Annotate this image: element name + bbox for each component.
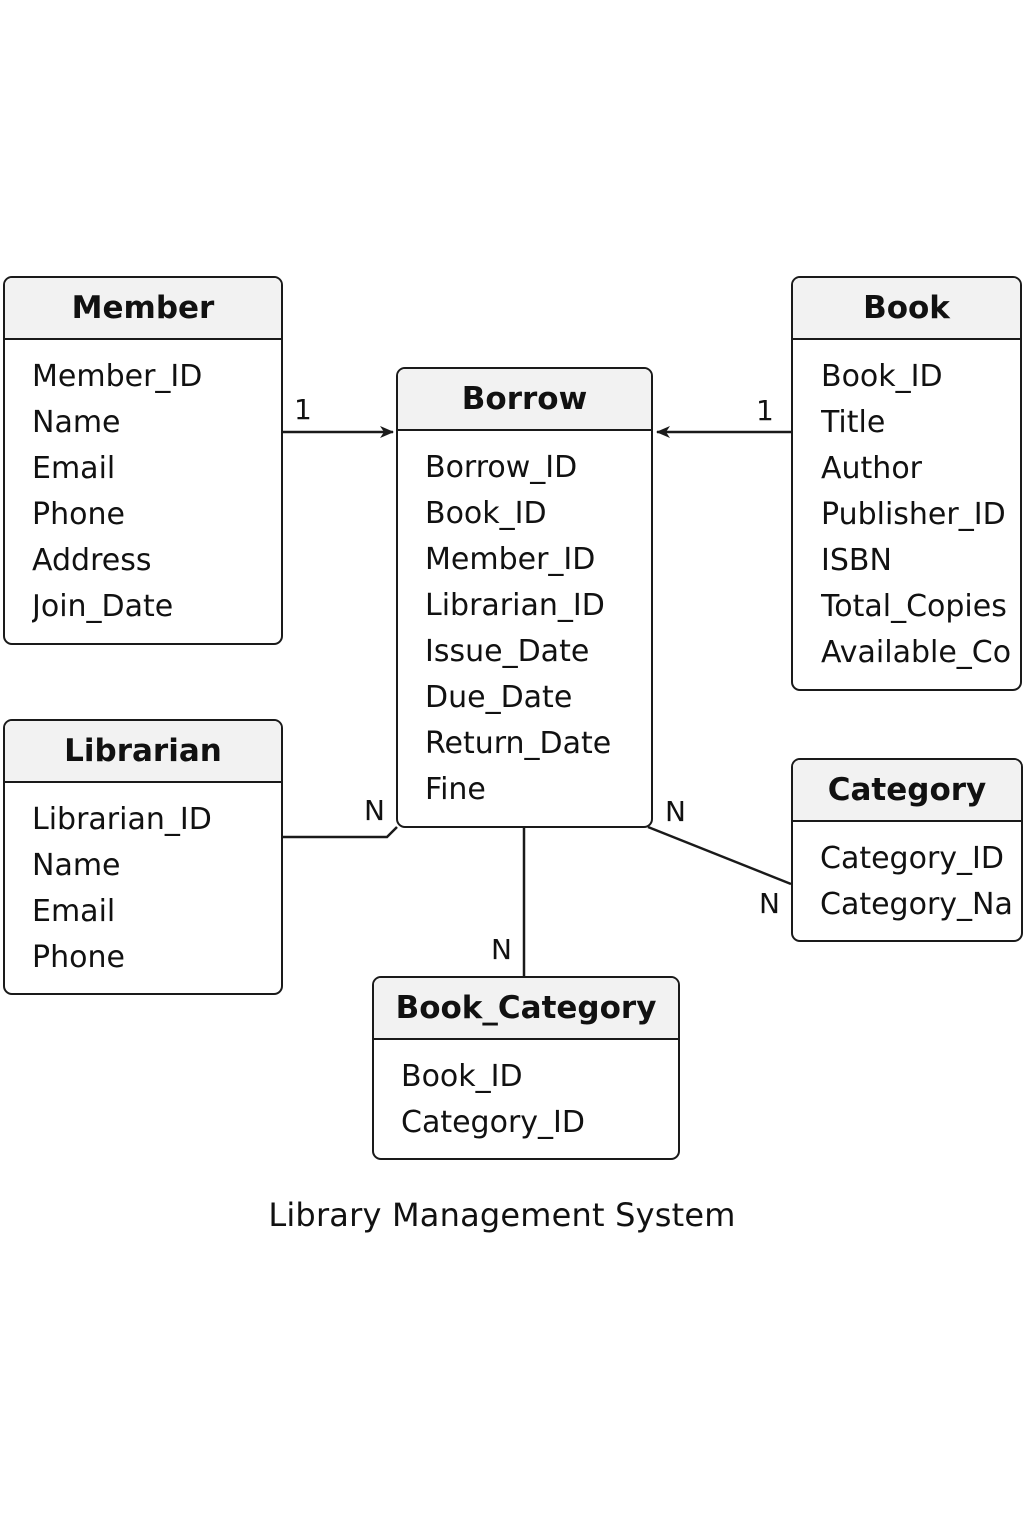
attribute: Category_ID bbox=[820, 841, 1004, 876]
attribute: Book_ID bbox=[425, 496, 547, 531]
attribute: Issue_Date bbox=[425, 634, 590, 669]
attribute-list: Member_ID Name Email Phone Address Join_… bbox=[5, 340, 281, 630]
entity-title: Member bbox=[5, 278, 281, 340]
attribute: Name bbox=[32, 405, 121, 440]
attribute: ISBN bbox=[821, 543, 892, 578]
attribute: Category_Na bbox=[820, 887, 1013, 922]
entity-title: Category bbox=[793, 760, 1021, 822]
attribute: Member_ID bbox=[425, 542, 596, 577]
attribute-list: Borrow_ID Book_ID Member_ID Librarian_ID… bbox=[398, 431, 651, 813]
cardinality-book-borrow: 1 bbox=[756, 394, 774, 427]
attribute: Fine bbox=[425, 772, 486, 807]
attribute: Book_ID bbox=[821, 359, 943, 394]
attribute: Available_Co bbox=[821, 635, 1012, 670]
attribute: Publisher_ID bbox=[821, 497, 1006, 532]
entity-librarian: Librarian Librarian_ID Name Email Phone bbox=[3, 719, 283, 995]
attribute: Return_Date bbox=[425, 726, 612, 761]
attribute: Due_Date bbox=[425, 680, 573, 715]
attribute: Name bbox=[32, 848, 121, 883]
attribute-list: Librarian_ID Name Email Phone bbox=[5, 783, 281, 981]
attribute: Book_ID bbox=[401, 1059, 523, 1094]
attribute: Member_ID bbox=[32, 359, 203, 394]
attribute: Email bbox=[32, 451, 116, 486]
attribute: Email bbox=[32, 894, 116, 929]
entity-title: Book_Category bbox=[374, 978, 678, 1040]
attribute: Author bbox=[821, 451, 923, 486]
cardinality-librarian-borrow: N bbox=[364, 794, 385, 827]
entity-title: Book bbox=[793, 278, 1020, 340]
attribute: Borrow_ID bbox=[425, 450, 578, 485]
borrow-category-line bbox=[647, 825, 792, 886]
attribute: Librarian_ID bbox=[32, 802, 212, 837]
attribute: Join_Date bbox=[32, 589, 174, 624]
attribute: Address bbox=[32, 543, 152, 578]
attribute: Total_Copies bbox=[821, 589, 1007, 624]
attribute-list: Category_ID Category_Na bbox=[793, 822, 1021, 928]
cardinality-category-borrow: N bbox=[759, 887, 780, 920]
cardinality-bookcategory-borrow: N bbox=[491, 933, 512, 966]
attribute: Phone bbox=[32, 497, 125, 532]
entity-member: Member Member_ID Name Email Phone Addres… bbox=[3, 276, 283, 645]
diagram-title: Library Management System bbox=[268, 1196, 736, 1234]
entity-book-category: Book_Category Book_ID Category_ID bbox=[372, 976, 680, 1160]
entity-title: Borrow bbox=[398, 369, 651, 431]
attribute: Phone bbox=[32, 940, 125, 975]
attribute: Category_ID bbox=[401, 1105, 585, 1140]
cardinality-member-borrow: 1 bbox=[294, 393, 312, 426]
librarian-borrow-line bbox=[283, 826, 398, 839]
attribute-list: Book_ID Category_ID bbox=[374, 1040, 678, 1146]
entity-book: Book Book_ID Title Author Publisher_ID I… bbox=[791, 276, 1022, 691]
cardinality-borrow-category: N bbox=[665, 795, 686, 828]
attribute: Librarian_ID bbox=[425, 588, 605, 623]
attribute-list: Book_ID Title Author Publisher_ID ISBN T… bbox=[793, 340, 1020, 676]
entity-title: Librarian bbox=[5, 721, 281, 783]
entity-category: Category Category_ID Category_Na bbox=[791, 758, 1023, 942]
attribute: Title bbox=[821, 405, 886, 440]
entity-borrow: Borrow Borrow_ID Book_ID Member_ID Libra… bbox=[396, 367, 653, 828]
